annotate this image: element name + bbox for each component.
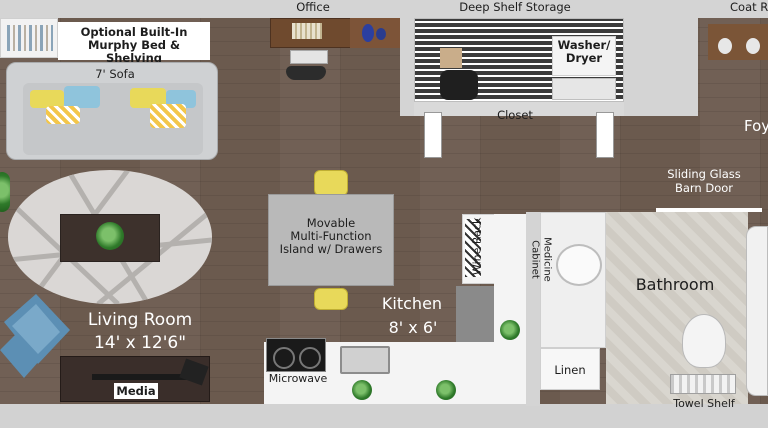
- closet-box: [440, 48, 462, 68]
- bath-wall-left: [526, 212, 540, 406]
- coat-wall: [690, 18, 698, 116]
- coat-hanger-icon: [718, 38, 732, 54]
- pillow-blue-right: [166, 90, 196, 108]
- murphy-label: Optional Built-In Murphy Bed & Shelving: [58, 22, 210, 65]
- bathtub: [746, 226, 768, 396]
- bath-floor: [606, 212, 748, 404]
- foyer-label: Foy: [744, 117, 768, 135]
- closet-label: Closet: [497, 108, 533, 122]
- media-label: Media: [114, 383, 158, 399]
- barn-door: [656, 208, 762, 212]
- toilet-icon: [682, 314, 726, 368]
- office-shelf-right: [350, 18, 400, 48]
- office-vase2-icon: [376, 28, 386, 40]
- deep-shelf-label: Deep Shelf Storage: [459, 0, 571, 14]
- kitchen-dimensions: 8' x 6': [388, 318, 438, 337]
- island-label: Movable Multi-Function Island w/ Drawers: [268, 194, 394, 286]
- medicine-cabinet-label: Medicine Cabinet: [530, 237, 553, 282]
- linen-label: Linen: [540, 348, 600, 390]
- bottom-wall: [0, 404, 768, 428]
- living-room-label: Living Room: [87, 310, 193, 330]
- office-label: Office: [296, 0, 330, 14]
- armchair-icon: [0, 294, 70, 378]
- barn-door-label: Sliding Glass Barn Door: [667, 167, 741, 195]
- tv-bar: [92, 374, 192, 380]
- office-books: [292, 23, 322, 39]
- closet-door-right: [596, 112, 614, 158]
- stove: [266, 338, 326, 372]
- closet-wall-right: [624, 18, 696, 116]
- closet-bag: [440, 70, 478, 100]
- office-chair: [286, 66, 326, 80]
- armchair: [0, 294, 72, 380]
- kitchen-plant-2-icon: [436, 380, 456, 400]
- closet-floor: [414, 100, 624, 116]
- washer-dryer-label: Washer/ Dryer: [552, 36, 616, 76]
- microwave-label: Microwave: [268, 372, 328, 385]
- washer-dryer-base: [552, 78, 616, 100]
- living-plant-icon: [0, 172, 10, 212]
- island-stool-top: [314, 170, 348, 196]
- towel-shelf: [670, 374, 736, 394]
- bathroom-label: Bathroom: [635, 275, 715, 294]
- kitchen-sink: [340, 346, 390, 374]
- towel-shelf-label: Towel Shelf: [673, 397, 735, 410]
- closet-wall-left: [400, 18, 414, 116]
- sofa-label: 7' Sofa: [95, 67, 135, 81]
- closet-door-left: [424, 112, 442, 158]
- kitchen-plant-1-icon: [352, 380, 372, 400]
- pillow-blue-left: [64, 86, 100, 108]
- bath-sink-icon: [556, 244, 602, 286]
- office-laptop: [290, 50, 328, 64]
- pillow-yellow-right: [130, 88, 166, 108]
- wine-rack-label: Wine Rack: [470, 217, 484, 276]
- pillow-yellow-left: [30, 90, 64, 108]
- coat-hanger2-icon: [746, 38, 760, 54]
- top-wall: [0, 0, 768, 22]
- pillow-pattern-right: [150, 104, 186, 128]
- kitchen-plant-3-icon: [500, 320, 520, 340]
- pillow-pattern-left: [46, 106, 80, 124]
- office-vase-icon: [362, 24, 374, 42]
- island-stool-bottom: [314, 288, 348, 310]
- living-room-dimensions: 14' x 12'6": [93, 333, 187, 353]
- kitchen-floor: [456, 286, 496, 342]
- murphy-shelving: [0, 18, 58, 58]
- coffee-table-plant-icon: [96, 222, 124, 250]
- coat-rack-label: Coat R: [730, 0, 768, 14]
- kitchen-label: Kitchen: [381, 294, 443, 313]
